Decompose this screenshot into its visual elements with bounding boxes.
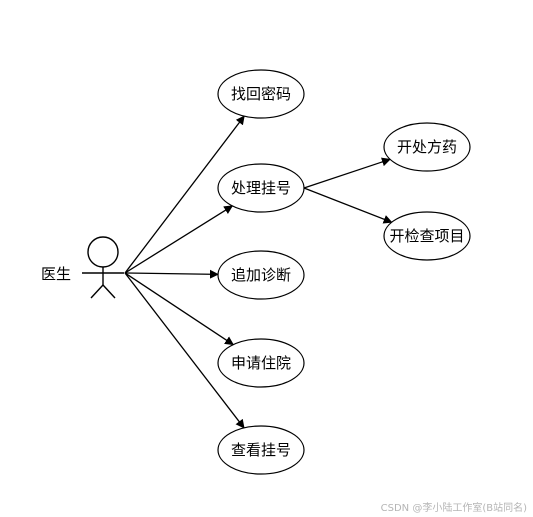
use-case-order-exam[interactable]: 开检查项目 (383, 211, 471, 261)
use-case-handle-registration[interactable]: 处理挂号 (217, 163, 305, 213)
actor-left-leg (90, 284, 104, 299)
use-case-ellipse (383, 122, 471, 172)
relation-arrow-doctor-to-uc-view-registration (124, 272, 245, 429)
use-case-find-password[interactable]: 找回密码 (217, 69, 305, 119)
use-case-prescribe[interactable]: 开处方药 (383, 122, 471, 172)
use-case-label: 追加诊断 (231, 266, 291, 284)
use-case-ellipse (217, 338, 305, 388)
actor-right-leg (102, 284, 116, 299)
use-case-ellipse (383, 211, 471, 261)
use-cases-group: 找回密码 处理挂号 追加诊断 申请住院 查看挂号 开处方药 开检查项目 (217, 69, 471, 475)
relation-arrow-doctor-to-uc-handle-registration (124, 205, 234, 274)
actor-doctor[interactable]: 医生 (41, 236, 124, 299)
actor-head (87, 236, 119, 268)
relation-arrow-doctor-to-uc-find-password (124, 115, 245, 274)
relation-arrow-doctor-to-uc-add-diagnosis (124, 269, 219, 279)
use-case-ellipse (217, 163, 305, 213)
relations-group (124, 115, 393, 429)
use-case-label: 查看挂号 (231, 441, 291, 459)
relation-arrow-uc-handle-registration-to-uc-prescribe (303, 157, 391, 189)
use-case-label: 处理挂号 (231, 179, 291, 197)
use-case-label: 申请住院 (231, 354, 291, 372)
use-case-add-diagnosis[interactable]: 追加诊断 (217, 250, 305, 300)
use-case-view-registration[interactable]: 查看挂号 (217, 425, 305, 475)
watermark-text: CSDN @李小陆工作室(B站同名) (380, 503, 527, 514)
use-case-ellipse (217, 425, 305, 475)
use-case-ellipse (217, 69, 305, 119)
relation-arrow-uc-handle-registration-to-uc-order-exam (303, 187, 393, 224)
relation-arrow-doctor-to-uc-apply-hospitalization (124, 272, 235, 346)
use-case-label: 找回密码 (231, 85, 291, 103)
use-case-label: 开处方药 (397, 138, 457, 156)
use-case-apply-hospitalization[interactable]: 申请住院 (217, 338, 305, 388)
use-case-ellipse (217, 250, 305, 300)
actor-label: 医生 (41, 265, 71, 283)
use-case-label: 开检查项目 (389, 227, 464, 245)
